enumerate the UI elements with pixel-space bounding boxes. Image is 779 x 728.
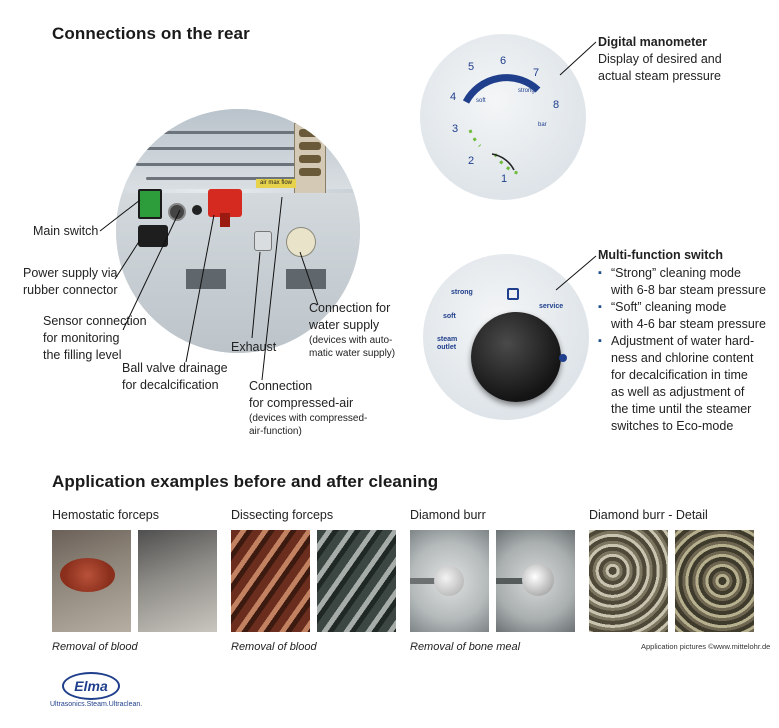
example-title-diamond-burr: Diamond burr (410, 508, 486, 522)
switch-bullet: Adjustment of water hard- ness and chlor… (598, 333, 773, 435)
photo-dissecting-after (317, 530, 396, 632)
label-water-supply-note: (devices with auto- matic water supply) (309, 335, 396, 359)
manometer-gauge: 1 2 3 4 5 6 7 8 soft strong bar (450, 55, 559, 185)
photo-burr-detail-after (675, 530, 754, 632)
leader-lines (99, 41, 597, 381)
dial-number-8: 8 (553, 99, 559, 111)
device-tag: air max flow (256, 179, 296, 188)
photo-hemostatic-before (52, 530, 131, 632)
main-switch-part (138, 189, 162, 219)
dial-number-5: 5 (468, 61, 474, 73)
label-water-supply: Connection for water supply (309, 301, 391, 332)
elma-logo: Elma (62, 672, 120, 700)
switch-info: Multi-function switch “Strong” cleaning … (598, 247, 773, 435)
power-connector-part (138, 225, 168, 247)
exhaust-part (254, 231, 272, 251)
dial-soft-label: soft (476, 98, 486, 104)
photo-burr-detail-before (589, 530, 668, 632)
switch-label-soft: soft (443, 313, 456, 320)
switch-knob (471, 312, 561, 402)
caption-hemostatic: Removal of blood (52, 641, 138, 653)
example-title-dissecting: Dissecting forceps (231, 508, 334, 522)
caption-dissecting: Removal of blood (231, 641, 317, 653)
dial-unit: bar (538, 122, 547, 128)
dial-strong-label: strong (518, 88, 535, 94)
label-compressed-air-group: Connection for compressed-air (devices w… (249, 378, 367, 438)
dial-number-3: 3 (452, 123, 458, 135)
label-compressed-air-note: (devices with compressed- air-function) (249, 413, 368, 437)
label-ball-valve: Ball valve drainage for decalcification (122, 361, 228, 392)
manometer-desc: Display of desired and actual steam pres… (598, 52, 722, 83)
dial-number-4: 4 (450, 91, 456, 103)
sensor-connector-part (168, 203, 186, 221)
water-supply-part (286, 227, 316, 257)
manometer-dial: 1 2 3 4 5 6 7 8 soft strong bar (420, 34, 586, 200)
dial-number-2: 2 (468, 155, 474, 167)
switch-bullet: “Strong” cleaning mode with 6-8 bar stea… (598, 265, 773, 299)
caption-credits: Application pictures ©www.mittelohr.de (641, 642, 771, 651)
gear-icon (559, 354, 567, 362)
ball-valve-part (208, 189, 242, 217)
logo-tagline: Ultrasonics.Steam.Ultraclean. (50, 701, 143, 708)
manometer-title: Digital manometer (598, 35, 708, 49)
multi-function-switch-dial: strong soft steam outlet service (423, 254, 589, 420)
rear-device-photo: air max flow (116, 109, 360, 353)
label-water-supply-group: Connection for water supply (devices wit… (309, 300, 395, 360)
label-sensor-connection: Sensor connection for monitoring the fil… (43, 314, 147, 362)
examples-title: Application examples before and after cl… (52, 472, 439, 491)
dial-number-6: 6 (500, 55, 506, 67)
switch-label-strong: strong (451, 289, 473, 296)
label-power-supply: Power supply via rubber connector (23, 266, 118, 297)
photo-hemostatic-after (138, 530, 217, 632)
lock-icon (507, 288, 519, 300)
photo-burr-after (496, 530, 575, 632)
photo-burr-before (410, 530, 489, 632)
switch-bullet-list: “Strong” cleaning mode with 6-8 bar stea… (598, 265, 773, 435)
manometer-label: Digital manometer Display of desired and… (598, 34, 768, 85)
label-main-switch: Main switch (33, 224, 99, 238)
switch-bullet: “Soft” cleaning mode with 4-6 bar steam … (598, 299, 773, 333)
switch-label-steam-outlet: steam outlet (437, 336, 458, 351)
connections-title: Connections on the rear (52, 24, 250, 43)
example-title-hemostatic: Hemostatic forceps (52, 508, 159, 522)
switch-title: Multi-function switch (598, 248, 723, 262)
dial-number-1: 1 (501, 173, 507, 185)
logo-brand: Elma (74, 678, 108, 694)
photo-dissecting-before (231, 530, 310, 632)
caption-burr: Removal of bone meal (410, 641, 521, 653)
label-compressed-air: Connection for compressed-air (249, 379, 354, 410)
dial-number-7: 7 (533, 67, 539, 79)
switch-label-service: service (539, 303, 564, 310)
example-title-diamond-detail: Diamond burr - Detail (589, 508, 708, 522)
